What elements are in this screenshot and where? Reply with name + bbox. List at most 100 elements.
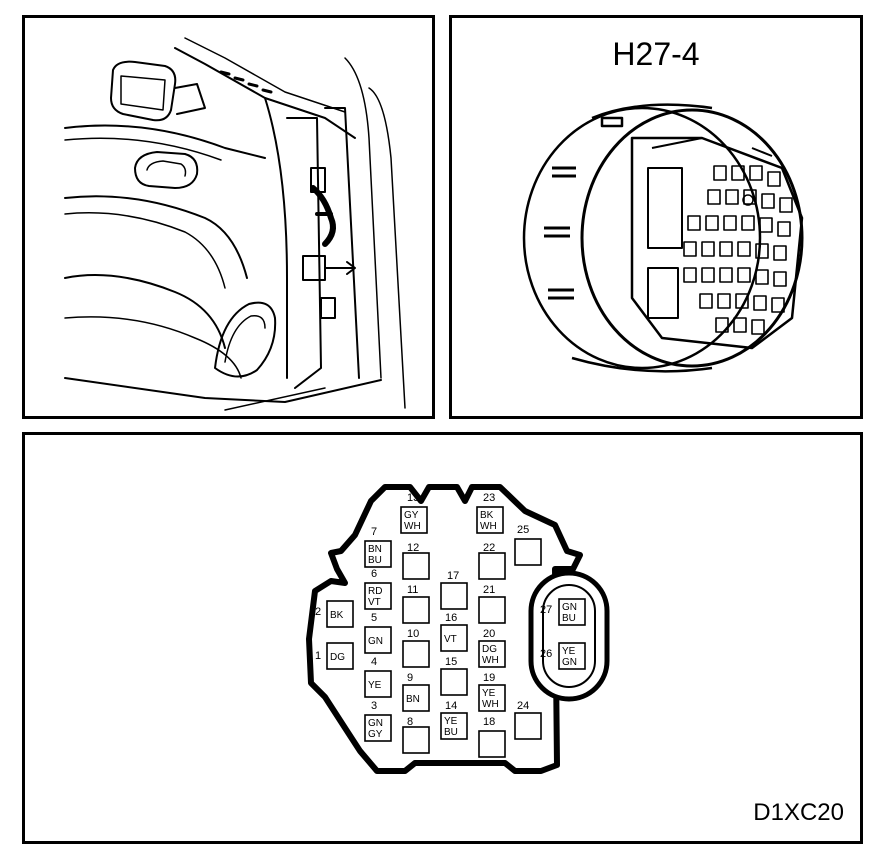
pin-number: 25 (517, 524, 529, 536)
pin-number: 18 (483, 716, 495, 728)
pin-cavity (478, 640, 506, 668)
pin-wire-color: BK (330, 610, 344, 621)
pin-wire-color: WH (480, 521, 497, 532)
pin-wire-color: GN (368, 636, 383, 647)
pin-number: 14 (445, 700, 457, 712)
pin-cavity (402, 726, 430, 754)
pin-wire-color: GN (562, 602, 577, 613)
pin-cavity (478, 684, 506, 712)
pin-number: 6 (371, 568, 377, 580)
pin-wire-color: RD (368, 586, 382, 597)
pin-number: 4 (371, 656, 377, 668)
pin-cavity (364, 582, 392, 610)
pin-5: 5GN (364, 612, 392, 654)
pin-number: 16 (445, 612, 457, 624)
pin-cavity (478, 596, 506, 624)
connector-title: H27-4 (612, 36, 700, 72)
side-mirror (110, 60, 177, 122)
pin-cavity (476, 506, 504, 534)
pin-cavity (364, 714, 392, 742)
pin-cavity (558, 598, 586, 626)
pin-cavity (440, 582, 468, 610)
pin-number: 8 (407, 716, 413, 728)
pin-cavity (326, 600, 354, 628)
connector-housing-drawing (522, 103, 804, 373)
pin-number: 21 (483, 584, 495, 596)
pin-wire-color: DG (330, 652, 345, 663)
pin-cavity (364, 540, 392, 568)
pin-cavity (402, 684, 430, 712)
pin-number: 2 (315, 606, 321, 618)
pin-wire-color: BN (406, 694, 420, 705)
door-handle (134, 151, 199, 189)
pin-2: 2 BK (315, 600, 354, 628)
connector-shell (522, 106, 762, 370)
pin-wire-color: BU (562, 613, 576, 624)
pin-wire-color: WH (482, 699, 499, 710)
pin-17: 17 (440, 570, 468, 610)
pin-24: 24 (514, 700, 542, 740)
pin-cavity (364, 670, 392, 698)
pin-number: 15 (445, 656, 457, 668)
pin-wire-color: VT (444, 634, 457, 645)
pin-wire-color: BN (368, 544, 382, 555)
door-location-illustration (22, 15, 435, 419)
pin-wire-color: YE (444, 716, 458, 727)
pin-number: 22 (483, 542, 495, 554)
pin-8: 8 (402, 716, 430, 754)
pin-wire-color: YE (482, 688, 496, 699)
pin-number: 23 (483, 492, 495, 504)
pin-18: 18 (478, 716, 506, 758)
terminal-grid (683, 165, 793, 335)
pin-15: 15 (440, 656, 468, 696)
pin-number: 12 (407, 542, 419, 554)
figure-code: D1XC20 (753, 799, 844, 826)
pin-cavity (514, 712, 542, 740)
pin-cavity (400, 506, 428, 534)
side-plug-outline (528, 570, 610, 702)
pin-number: 9 (407, 672, 413, 684)
pin-cavity (440, 668, 468, 696)
pin-cavity (364, 626, 392, 654)
pin-number: 24 (517, 700, 529, 712)
pin-number: 17 (447, 570, 459, 582)
pin-cavity (402, 552, 430, 580)
pin-cavity (440, 624, 468, 652)
pin-10: 10 (402, 628, 430, 668)
pin-wire-color: YE (562, 646, 576, 657)
pin-number: 3 (371, 700, 377, 712)
pin-wire-color: GN (368, 718, 383, 729)
pin-number: 13 (407, 492, 419, 504)
speaker-grille (214, 301, 277, 378)
pin-wire-color: BK (480, 510, 494, 521)
pin-1: 1 DG (315, 642, 354, 670)
pin-cavity (514, 538, 542, 566)
pin-wire-color: WH (404, 521, 421, 532)
pin-11: 11 (402, 584, 430, 624)
connector-illustration-panel: H27-4 (449, 15, 863, 419)
pin-wire-color: YE (368, 680, 382, 691)
pin-number: 19 (483, 672, 495, 684)
pin-number: 27 (540, 604, 552, 616)
pin-wire-color: BU (444, 727, 458, 738)
vehicle-door-drawing (64, 37, 406, 411)
pin-9: 9BN (402, 672, 430, 712)
pin-number: 1 (315, 650, 321, 662)
pin-12: 12 (402, 542, 430, 580)
pin-22: 22 (478, 542, 506, 580)
pin-wire-color: GN (562, 657, 577, 668)
